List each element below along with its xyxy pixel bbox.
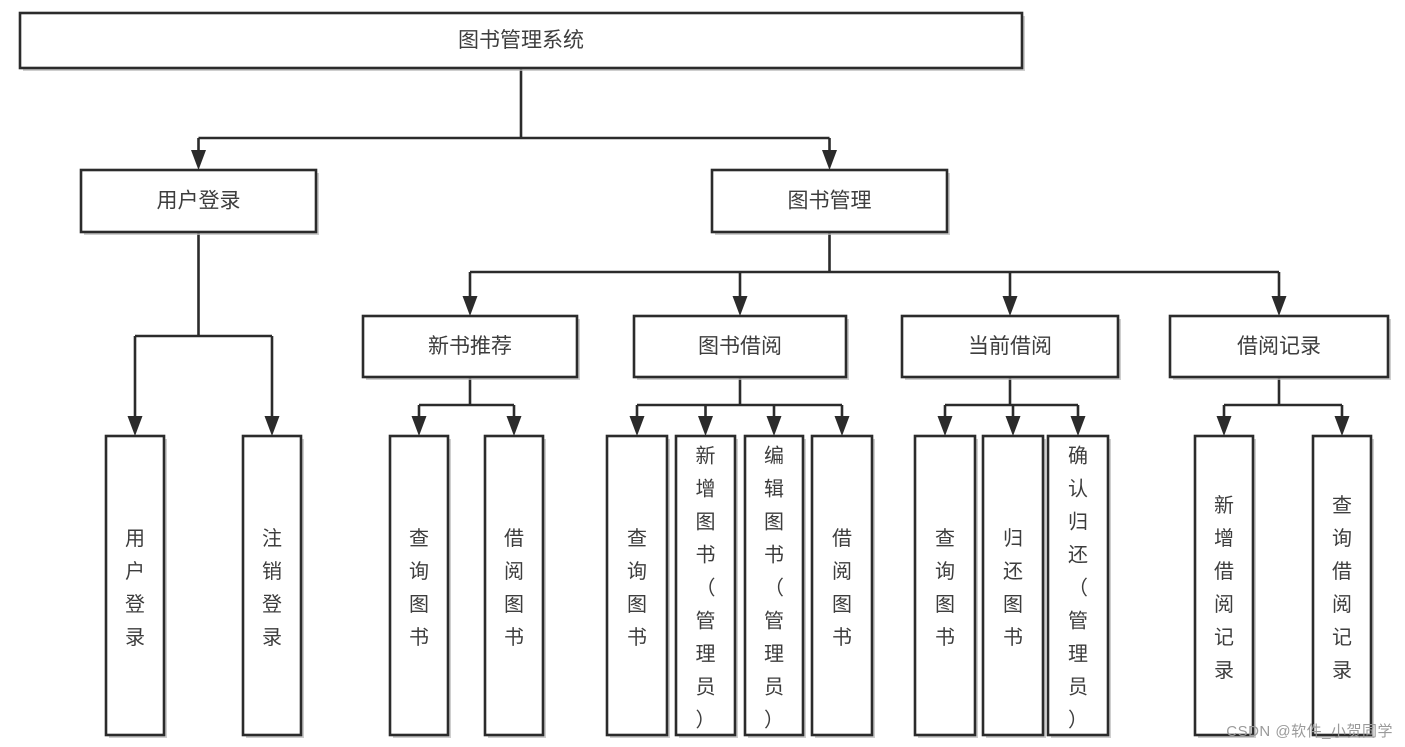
- edge-arrowhead: [698, 416, 713, 436]
- edge-arrowhead: [1216, 416, 1232, 436]
- edge-arrowhead: [462, 296, 478, 316]
- edge-arrowhead: [629, 416, 645, 436]
- node-label: 新增图书（管理员）: [696, 445, 716, 732]
- node-leaf-confirm-return[interactable]: 确认归还（管理员）: [1046, 434, 1111, 738]
- node-rect[interactable]: [1193, 434, 1255, 737]
- node-borrow-record[interactable]: 借阅记录: [1168, 314, 1391, 380]
- edge-arrowhead: [506, 416, 522, 436]
- edge-group-new-book-rec: [411, 377, 522, 436]
- node-new-book-rec[interactable]: 新书推荐: [361, 314, 580, 380]
- node-book-manage[interactable]: 图书管理: [710, 168, 950, 235]
- node-label: 借阅图书: [504, 527, 524, 649]
- node-root[interactable]: 图书管理系统: [18, 11, 1025, 71]
- node-rect[interactable]: [483, 434, 545, 737]
- node-label: 归还图书: [1003, 527, 1023, 649]
- watermark-label: CSDN @软件_小贺同学: [1226, 723, 1393, 740]
- node-rect[interactable]: [1046, 434, 1110, 737]
- node-label: 图书借阅: [698, 335, 782, 358]
- edges-layer: [127, 68, 1350, 436]
- node-label: 新增借阅记录: [1214, 494, 1234, 682]
- edge-arrowhead: [732, 296, 748, 316]
- node-label: 用户登录: [157, 190, 241, 213]
- edge-group-user-login: [127, 232, 280, 436]
- edge-group-borrow-record: [1216, 377, 1350, 436]
- edge-arrowhead: [1334, 416, 1350, 436]
- node-rect[interactable]: [913, 434, 977, 737]
- node-rect[interactable]: [104, 434, 166, 737]
- edge-arrowhead: [127, 416, 143, 436]
- node-leaf-query-book-3[interactable]: 查询图书: [913, 434, 978, 738]
- node-leaf-user-login[interactable]: 用户登录: [104, 434, 167, 738]
- node-leaf-add-record[interactable]: 新增借阅记录: [1193, 434, 1256, 738]
- node-leaf-borrow-book-2[interactable]: 借阅图书: [810, 434, 875, 738]
- node-rect[interactable]: [605, 434, 669, 737]
- node-leaf-borrow-book-1[interactable]: 借阅图书: [483, 434, 546, 738]
- edge-arrowhead: [1070, 416, 1086, 436]
- node-leaf-user-logout[interactable]: 注销登录: [241, 434, 304, 738]
- node-rect[interactable]: [900, 314, 1120, 379]
- node-rect[interactable]: [632, 314, 848, 379]
- node-rect[interactable]: [981, 434, 1045, 737]
- node-rect[interactable]: [79, 168, 318, 234]
- node-leaf-query-book-2[interactable]: 查询图书: [605, 434, 670, 738]
- edge-arrowhead: [191, 150, 206, 170]
- edge-group-book-manage: [462, 232, 1287, 316]
- node-label: 用户登录: [125, 528, 145, 649]
- node-current-borrow[interactable]: 当前借阅: [900, 314, 1121, 380]
- edge-arrowhead: [766, 416, 782, 436]
- node-label: 新书推荐: [428, 335, 512, 358]
- node-rect[interactable]: [710, 168, 949, 234]
- edge-arrowhead: [822, 150, 837, 170]
- edge-arrowhead: [411, 416, 427, 436]
- node-rect[interactable]: [1311, 434, 1373, 737]
- node-label: 确认归还（管理员）: [1068, 445, 1088, 732]
- edge-arrowhead: [937, 416, 953, 436]
- node-leaf-edit-book[interactable]: 编辑图书（管理员）: [743, 434, 806, 738]
- node-label: 查询图书: [627, 527, 647, 649]
- node-user-login[interactable]: 用户登录: [79, 168, 319, 235]
- node-label: 查询图书: [935, 527, 955, 649]
- node-label: 查询借阅记录: [1332, 494, 1352, 682]
- node-label: 借阅记录: [1237, 335, 1321, 358]
- node-rect[interactable]: [674, 434, 737, 737]
- node-rect[interactable]: [1168, 314, 1390, 379]
- edge-arrowhead: [834, 416, 850, 436]
- node-leaf-query-record[interactable]: 查询借阅记录: [1311, 434, 1374, 738]
- node-rect[interactable]: [743, 434, 805, 737]
- edge-group-current-borrow: [937, 377, 1086, 436]
- node-label: 编辑图书（管理员）: [764, 445, 784, 732]
- edge-arrowhead: [1002, 296, 1018, 316]
- edge-arrowhead: [1271, 296, 1287, 316]
- edge-group-book-borrow: [629, 377, 850, 436]
- node-label: 图书管理: [788, 190, 872, 213]
- edge-arrowhead: [1005, 416, 1021, 436]
- node-rect[interactable]: [388, 434, 450, 737]
- edge-group-root: [191, 68, 837, 170]
- node-book-borrow[interactable]: 图书借阅: [632, 314, 849, 380]
- node-rect[interactable]: [241, 434, 303, 737]
- nodes-layer: 图书管理系统用户登录图书管理新书推荐图书借阅当前借阅借阅记录用户登录注销登录查询…: [18, 11, 1391, 738]
- node-leaf-return-book[interactable]: 归还图书: [981, 434, 1046, 738]
- node-leaf-add-book[interactable]: 新增图书（管理员）: [674, 434, 738, 738]
- node-leaf-query-book-1[interactable]: 查询图书: [388, 434, 451, 738]
- node-rect[interactable]: [810, 434, 874, 737]
- edge-arrowhead: [264, 416, 280, 436]
- node-label: 借阅图书: [832, 527, 852, 649]
- node-label: 当前借阅: [968, 335, 1052, 358]
- node-label: 注销登录: [262, 527, 282, 649]
- node-rect[interactable]: [361, 314, 579, 379]
- node-label: 图书管理系统: [458, 29, 584, 52]
- node-label: 查询图书: [409, 527, 429, 649]
- node-rect[interactable]: [18, 11, 1024, 70]
